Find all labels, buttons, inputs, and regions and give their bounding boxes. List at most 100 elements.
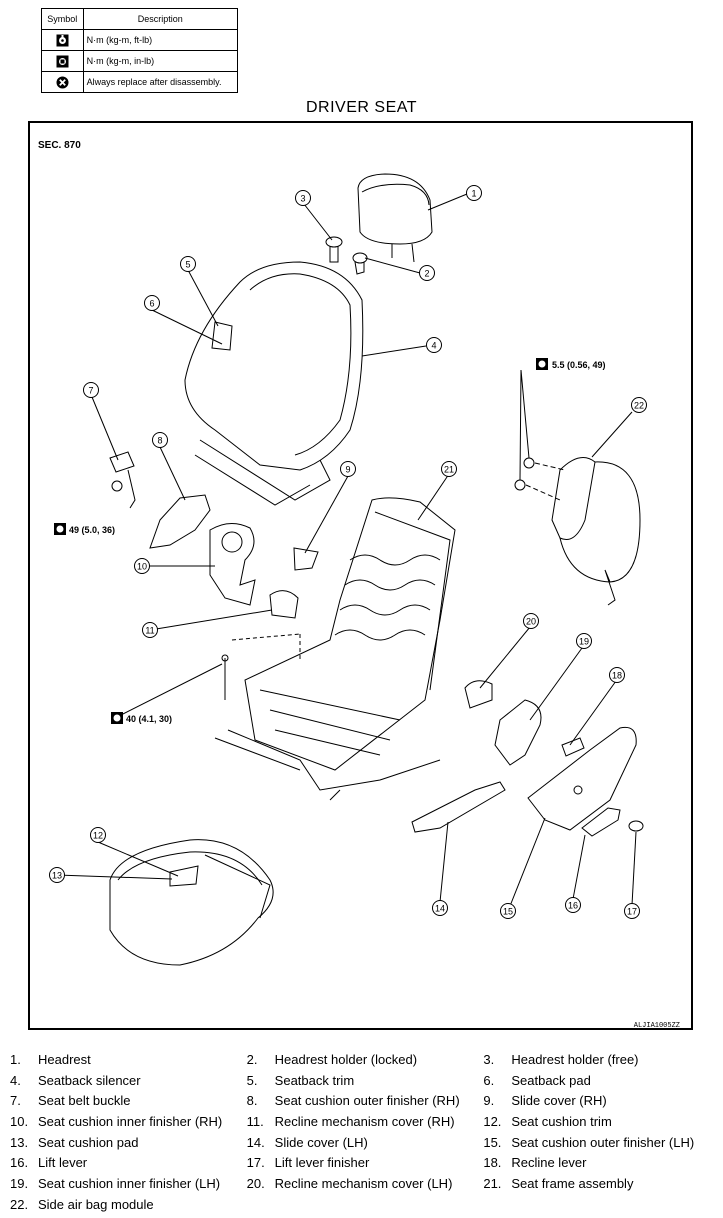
- legend-item: 14.Slide cover (LH): [247, 1135, 484, 1150]
- legend-number: 20.: [246, 1175, 265, 1191]
- callout-8: 8: [152, 432, 168, 448]
- callouts: 1 2 3 4 5 6 7 8 9 10 11 12 13 14 15 16 1…: [49, 185, 647, 919]
- svg-text:9: 9: [345, 465, 350, 475]
- symbol-description: Always replace after disassembly.: [82, 71, 239, 93]
- legend-label: Seat belt buckle: [38, 1093, 131, 1109]
- legend-number: 4.: [10, 1072, 21, 1088]
- legend-item: 10. Seat cushion inner finisher (RH): [10, 1114, 247, 1129]
- legend-number: 16.: [10, 1155, 29, 1171]
- seatback: [184, 261, 364, 506]
- callout-1: 1: [466, 185, 482, 201]
- seat-cushion-inner-finisher-rh: [209, 523, 256, 606]
- torque-label-2: 49 (5.0, 36): [54, 523, 115, 535]
- svg-text:18: 18: [612, 671, 622, 681]
- svg-text:5: 5: [185, 260, 190, 270]
- legend-item: 17.Lift lever finisher: [247, 1155, 484, 1170]
- legend-item: 11.Recline mechanism cover (RH): [247, 1114, 484, 1129]
- legend-row: 19. Seat cushion inner finisher (LH) 20. Re…: [10, 1173, 720, 1194]
- callout-14: 14: [432, 900, 448, 916]
- image-code: ALJIA1005ZZ: [634, 1022, 680, 1030]
- legend-item: 8. Seat cushion outer finisher (RH): [247, 1093, 484, 1108]
- svg-text:40 (4.1, 30): 40 (4.1, 30): [126, 714, 172, 724]
- svg-text:1: 1: [471, 189, 476, 199]
- svg-text:14: 14: [435, 904, 445, 914]
- torque-wrench-icon: [56, 34, 69, 46]
- svg-text:4: 4: [431, 341, 436, 351]
- torque-label-1: 5.5 (0.56, 49): [536, 358, 606, 370]
- svg-text:17: 17: [627, 907, 637, 917]
- legend-number: 13.: [10, 1134, 29, 1150]
- legend-item: 16. Lift lever: [10, 1155, 247, 1170]
- svg-text:49 (5.0, 36): 49 (5.0, 36): [69, 525, 115, 535]
- callout-12: 12: [90, 827, 106, 843]
- callout-11: 11: [142, 622, 158, 638]
- lift-lever: [581, 807, 621, 837]
- seat-belt-buckle: [109, 451, 136, 509]
- legend-number: 3.: [483, 1051, 495, 1067]
- legend-number: 10.: [10, 1113, 29, 1129]
- svg-text:16: 16: [568, 901, 578, 911]
- svg-text:11: 11: [145, 626, 154, 636]
- diagram-title: DRIVER SEAT: [306, 99, 417, 116]
- legend-label: Lift lever finisher: [274, 1155, 370, 1171]
- legend-label: Seat cushion pad: [38, 1134, 139, 1150]
- diagram-frame: [28, 121, 693, 1030]
- svg-text:21: 21: [444, 465, 454, 475]
- legend-number: 12.: [483, 1113, 502, 1129]
- legend-number: 19.: [10, 1175, 29, 1191]
- callout-4: 4: [426, 337, 442, 353]
- legend-item: 4.Seatback silencer: [10, 1073, 247, 1088]
- legend-label: Seatback pad: [511, 1072, 591, 1088]
- slide-cover-rh: [293, 547, 319, 571]
- legend-number: 5.: [246, 1072, 258, 1088]
- legend-item: 19. Seat cushion inner finisher (LH): [10, 1176, 247, 1191]
- svg-text:20: 20: [526, 617, 536, 627]
- legend-item: 22.Side air bag module: [10, 1197, 257, 1212]
- side-air-bag-module: [514, 457, 641, 606]
- headrest-holder-free: [325, 236, 343, 263]
- legend-label: Seat cushion trim: [511, 1113, 612, 1129]
- recline-lever: [561, 737, 585, 757]
- callout-13: 13: [49, 867, 65, 883]
- svg-text:8: 8: [157, 436, 162, 446]
- legend-label: Lift lever: [38, 1155, 88, 1171]
- legend-number: 18.: [483, 1155, 502, 1171]
- callout-20: 20: [523, 613, 539, 629]
- legend-number: 15.: [483, 1134, 502, 1150]
- seat-cushion-outer-finisher-lh: [527, 726, 637, 831]
- legend-label: Seat cushion inner finisher (LH): [38, 1175, 221, 1191]
- legend-number: 7.: [10, 1093, 21, 1109]
- seat-cushion-inner-finisher-lh: [494, 699, 542, 766]
- callout-19: 19: [576, 633, 592, 649]
- legend-number: 11.: [246, 1113, 264, 1129]
- headrest: [357, 173, 433, 263]
- seat-cushion-outer-finisher-rh: [149, 494, 211, 549]
- legend-row: 22.Side air bag module: [10, 1194, 720, 1215]
- legend-label: Recline mechanism cover (LH): [274, 1175, 453, 1191]
- svg-text:7: 7: [88, 386, 93, 396]
- callout-9: 9: [340, 461, 356, 477]
- callout-22: 22: [631, 397, 647, 413]
- recline-mechanism-cover-lh: [464, 680, 493, 709]
- legend-label: Seat cushion outer finisher (RH): [274, 1093, 460, 1109]
- legend-label: Recline lever: [511, 1155, 587, 1171]
- callout-16: 16: [565, 897, 581, 913]
- legend-item: 18. Recline lever: [483, 1155, 720, 1170]
- legend-label: Slide cover (RH): [511, 1093, 607, 1109]
- legend-number: 22.: [10, 1196, 29, 1212]
- legend-item: 6. Seatback pad: [483, 1073, 720, 1088]
- svg-text:15: 15: [503, 907, 513, 917]
- legend-number: 6.: [483, 1072, 495, 1088]
- symbol-table: Symbol Description N·m (kg-m, ft-lb) N·m…: [41, 8, 239, 93]
- legend-label: Seat cushion inner finisher (RH): [38, 1113, 223, 1129]
- legend-item: 15.Seat cushion outer finisher (LH): [483, 1135, 720, 1150]
- callout-15: 15: [500, 903, 516, 919]
- legend-item: 5.Seatback trim: [247, 1073, 484, 1088]
- headrest-holder-locked: [352, 252, 368, 275]
- svg-text:6: 6: [149, 299, 154, 309]
- legend-number: 8.: [246, 1093, 258, 1109]
- callout-3: 3: [295, 190, 311, 206]
